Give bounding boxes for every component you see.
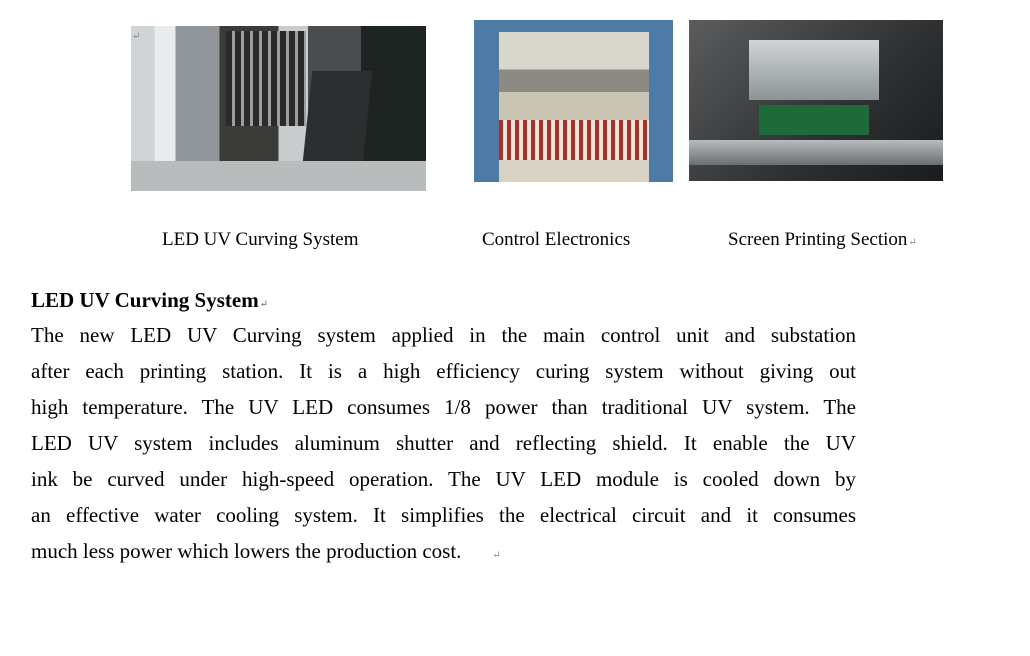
paragraph-line: much less power which lowers the product… bbox=[31, 538, 856, 574]
heading-text: LED UV Curving System bbox=[31, 288, 259, 312]
paragraph-line: after each printing station. It is a hig… bbox=[31, 359, 856, 383]
paragraph-line: The new LED UV Curving system applied in… bbox=[31, 323, 856, 347]
section-paragraph: The new LED UV Curving system applied in… bbox=[31, 322, 856, 574]
paragraph-line: high temperature. The UV LED consumes 1/… bbox=[31, 395, 856, 419]
caption-led-uv: LED UV Curving System bbox=[162, 229, 359, 250]
led-uv-curing-photo bbox=[131, 26, 426, 191]
paragraph-line: LED UV system includes aluminum shutter … bbox=[31, 431, 856, 455]
caption-control-electronics: Control Electronics bbox=[482, 229, 631, 250]
screen-printing-photo bbox=[689, 20, 943, 181]
paragraph-line-text: much less power which lowers the product… bbox=[31, 539, 462, 563]
control-electronics-photo bbox=[474, 20, 673, 182]
caption-text: Screen Printing Section bbox=[728, 229, 908, 250]
caption-screen-printing: Screen Printing Section bbox=[728, 229, 917, 251]
paragraph-line: an effective water cooling system. It si… bbox=[31, 503, 856, 527]
paragraph-line: ink be curved under high-speed operation… bbox=[31, 467, 856, 491]
section-heading: LED UV Curving System bbox=[31, 288, 268, 313]
